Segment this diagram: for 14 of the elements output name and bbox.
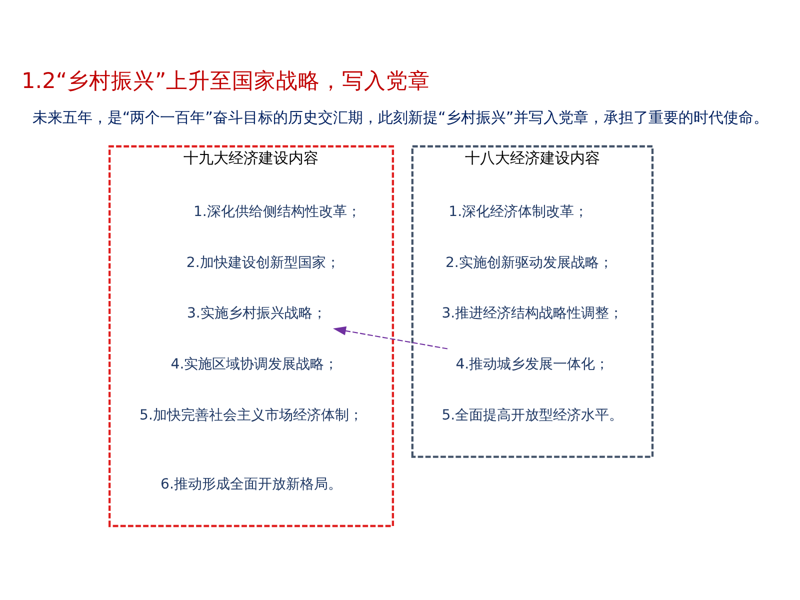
label: 未来五年，是“两个一百年”奋斗目标的历史交汇期，此刻新提“乡村振兴”并写入党章，承担了重要的时代使命。 (32, 108, 768, 126)
diagram-title: 1.2“乡村振兴”上升至国家战略，写入党章 (20, 68, 430, 94)
node-text: 1.深化经济体制改革； (448, 204, 588, 220)
node-text: 5.加快完善社会主义市场经济体制； (139, 406, 362, 423)
node-text: 1.深化供给侧结构性改革； (193, 204, 360, 220)
node-text: 2.加快建设创新型国家； (186, 254, 340, 270)
arrow (332, 326, 448, 349)
node-text: 5.全面提高开放型经济水平。 (441, 406, 623, 423)
node-text: 4.实施区域协调发展战略； (170, 356, 338, 372)
node-text: 3.实施乡村振兴战略； (186, 305, 326, 322)
node-text: 2.实施创新驱动发展战略； (444, 254, 612, 270)
node-text: 6.推动形成全面开放新格局。 (160, 476, 342, 492)
node-text: 4.推动城乡发展一体化； (455, 356, 609, 372)
node-text: 3.推进经济结构战略性调整； (441, 305, 623, 322)
